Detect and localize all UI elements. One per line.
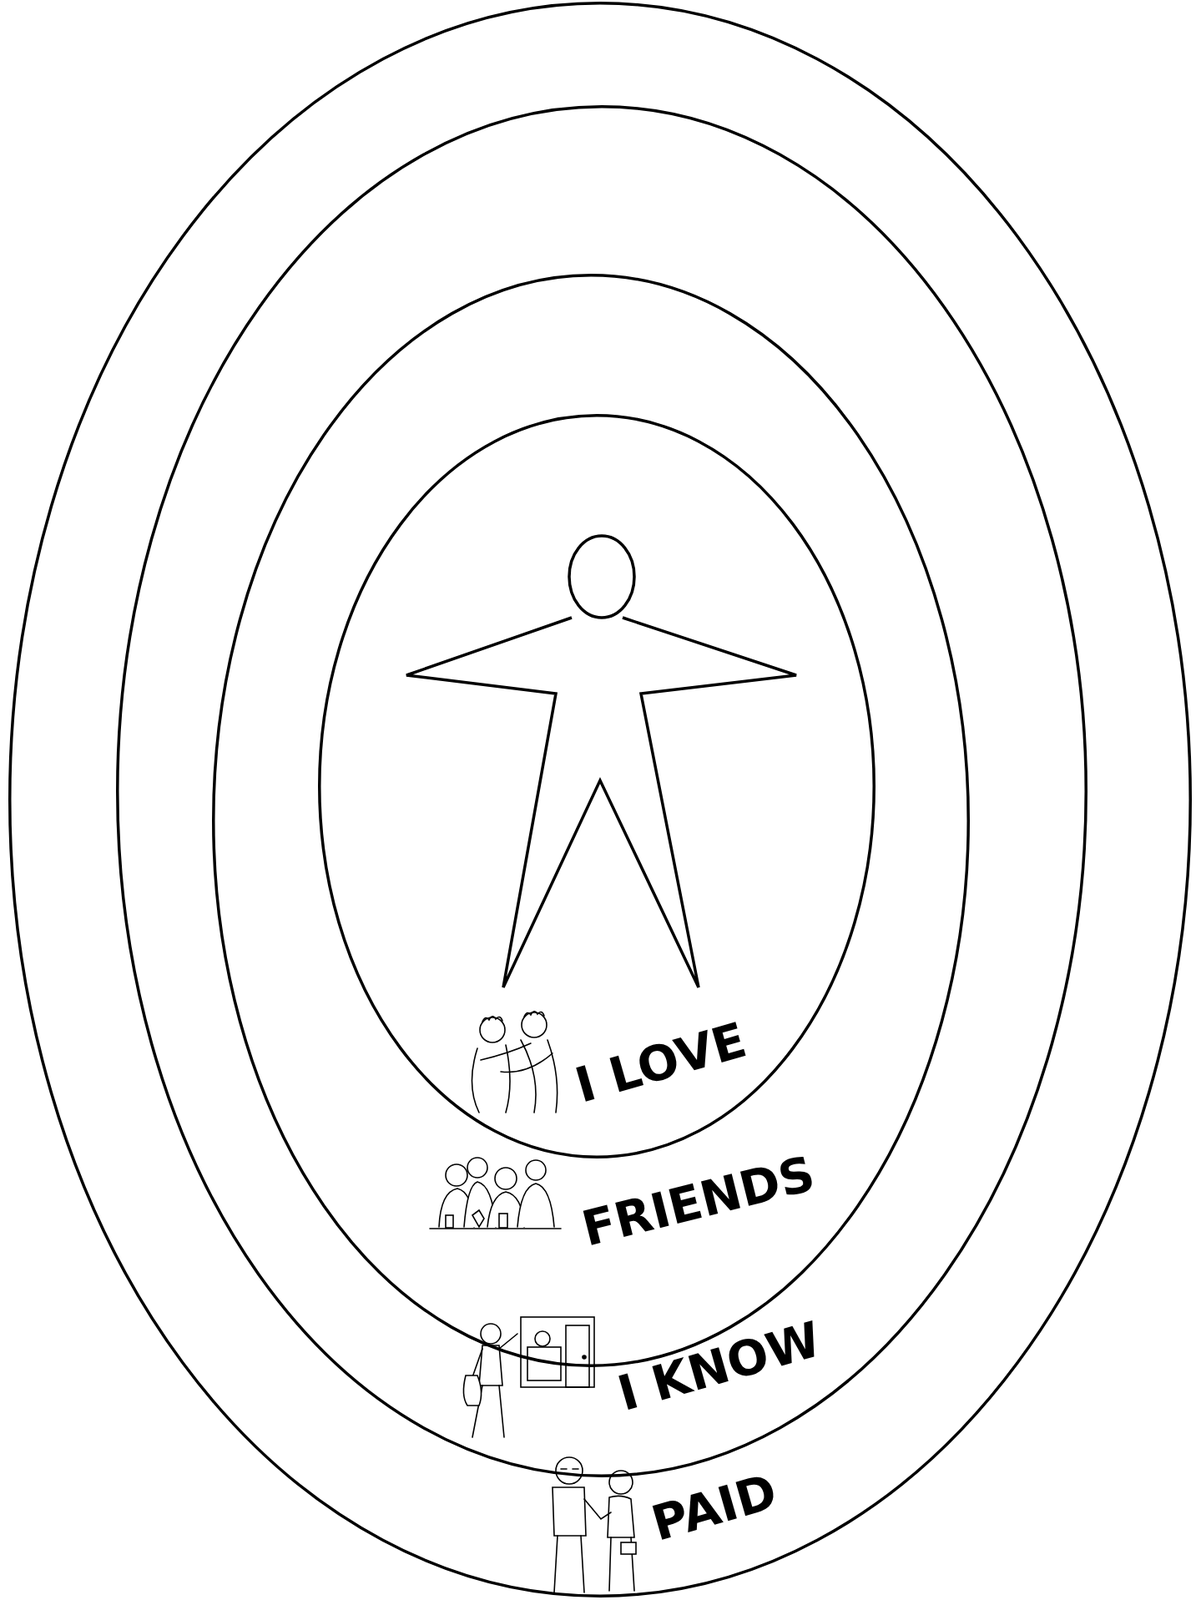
circle-outline <box>117 106 1087 1477</box>
icon-part <box>480 1323 501 1344</box>
icon-part <box>463 1375 481 1406</box>
relationship-circle: I LOVE <box>317 413 876 1159</box>
circle-label: I KNOW <box>612 1312 828 1422</box>
relationship-circle: FRIENDS I LOVE <box>211 273 970 1368</box>
relationship-circle: I KNOW FRIENDS I LOVE <box>116 105 1088 1478</box>
person-figure <box>406 535 797 988</box>
circle-outline <box>10 3 1191 1597</box>
icon-part <box>479 1345 503 1386</box>
icon-part <box>521 1012 547 1038</box>
icon-part <box>517 1183 555 1227</box>
circle-outline <box>317 413 876 1159</box>
icon-part <box>482 1011 545 1022</box>
icon-part <box>445 1215 454 1228</box>
paid-icon <box>552 1457 636 1593</box>
circle-outline <box>8 1 1192 1598</box>
circle-label: FRIENDS <box>577 1147 821 1257</box>
icon-part <box>467 1157 488 1178</box>
icon-part <box>471 1044 510 1113</box>
person-body <box>406 617 797 988</box>
icon-part <box>520 1039 558 1113</box>
circle-outline <box>319 415 875 1158</box>
circle-outline <box>213 275 969 1367</box>
icon-part <box>582 1355 586 1359</box>
icon-part <box>554 1535 585 1593</box>
icon-part <box>607 1495 635 1538</box>
know-icon <box>463 1317 595 1438</box>
icon-part <box>480 1043 553 1073</box>
icon-part <box>445 1164 468 1186</box>
label-anchor: PAID <box>645 1464 783 1551</box>
icon-part <box>565 1325 590 1388</box>
icon-part <box>494 1167 517 1190</box>
icon-part <box>555 1457 583 1484</box>
icon-part <box>472 1210 485 1227</box>
circle-label: I LOVE <box>570 1014 752 1114</box>
icon-part <box>525 1160 546 1181</box>
icon-part <box>534 1331 551 1347</box>
circle-outline <box>116 105 1088 1478</box>
love-icon <box>471 1011 557 1113</box>
label-anchor: I LOVE <box>570 1014 752 1114</box>
icon-part <box>584 1498 611 1519</box>
icon-part <box>479 1017 505 1043</box>
circle-label: PAID <box>645 1464 783 1551</box>
label-anchor: I KNOW <box>612 1312 828 1422</box>
person-head <box>569 535 635 618</box>
icon-part <box>560 1468 579 1470</box>
label-anchor: FRIENDS <box>577 1147 821 1257</box>
icon-part <box>520 1317 595 1388</box>
icon-part <box>552 1487 586 1536</box>
icon-part <box>499 1213 508 1228</box>
icon-part <box>620 1542 636 1555</box>
relationship-circle: PAID I KNOW FRIENDS I LOVE <box>8 1 1192 1598</box>
friends-icon <box>429 1157 561 1229</box>
